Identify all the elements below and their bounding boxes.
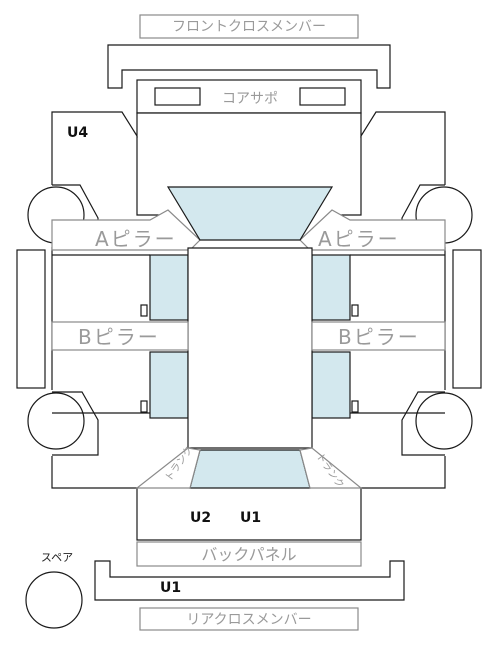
right-front-window	[311, 254, 351, 321]
b-pillar-right-label: Bピラー	[338, 325, 420, 349]
rear-cross-member	[94, 560, 405, 601]
rear-window	[189, 449, 311, 489]
front-cross-member-box	[139, 14, 359, 39]
b-pillar-right	[311, 321, 446, 351]
front-cross-member-label: フロントクロスメンバー	[172, 19, 326, 35]
left-front-window	[149, 254, 189, 321]
back-panel-label: バックパネル	[201, 545, 296, 564]
back-panel	[136, 541, 362, 567]
a-pillar-right-label: Aピラー	[318, 227, 400, 251]
u1-bottom-label: U1	[160, 580, 181, 596]
spare-label: スペア	[41, 551, 73, 564]
u2-label: U2	[190, 510, 211, 526]
right-side-sill	[452, 249, 482, 389]
rear-cross-member-box	[139, 607, 359, 631]
trunk-left-panel	[135, 447, 201, 489]
spare-tire	[25, 571, 83, 629]
b-pillar-left-label: Bピラー	[78, 325, 160, 349]
a-pillar-left-label: Aピラー	[95, 227, 177, 251]
windshield	[166, 186, 334, 241]
rear-cross-member-label: リアクロスメンバー	[186, 612, 311, 628]
roof	[187, 247, 313, 449]
core-support-left-slot	[154, 87, 201, 106]
front-cross-member	[107, 44, 391, 89]
trunk-right-panel	[299, 447, 363, 489]
u4-label: U4	[67, 125, 88, 141]
core-support-right-slot	[299, 87, 346, 106]
rear-right-wheel	[415, 392, 473, 450]
left-side-sill	[16, 249, 46, 389]
left-front-door-handle	[140, 304, 148, 317]
right-rear-door-handle	[351, 400, 359, 413]
u1-center-label: U1	[240, 510, 261, 526]
left-rear-door-handle	[140, 400, 148, 413]
core-support-label: コアサポ	[222, 91, 278, 107]
b-pillar-left	[51, 321, 189, 351]
rear-left-wheel	[27, 392, 85, 450]
right-front-door-handle	[351, 304, 359, 317]
right-rear-window	[311, 351, 351, 419]
left-rear-window	[149, 351, 189, 419]
